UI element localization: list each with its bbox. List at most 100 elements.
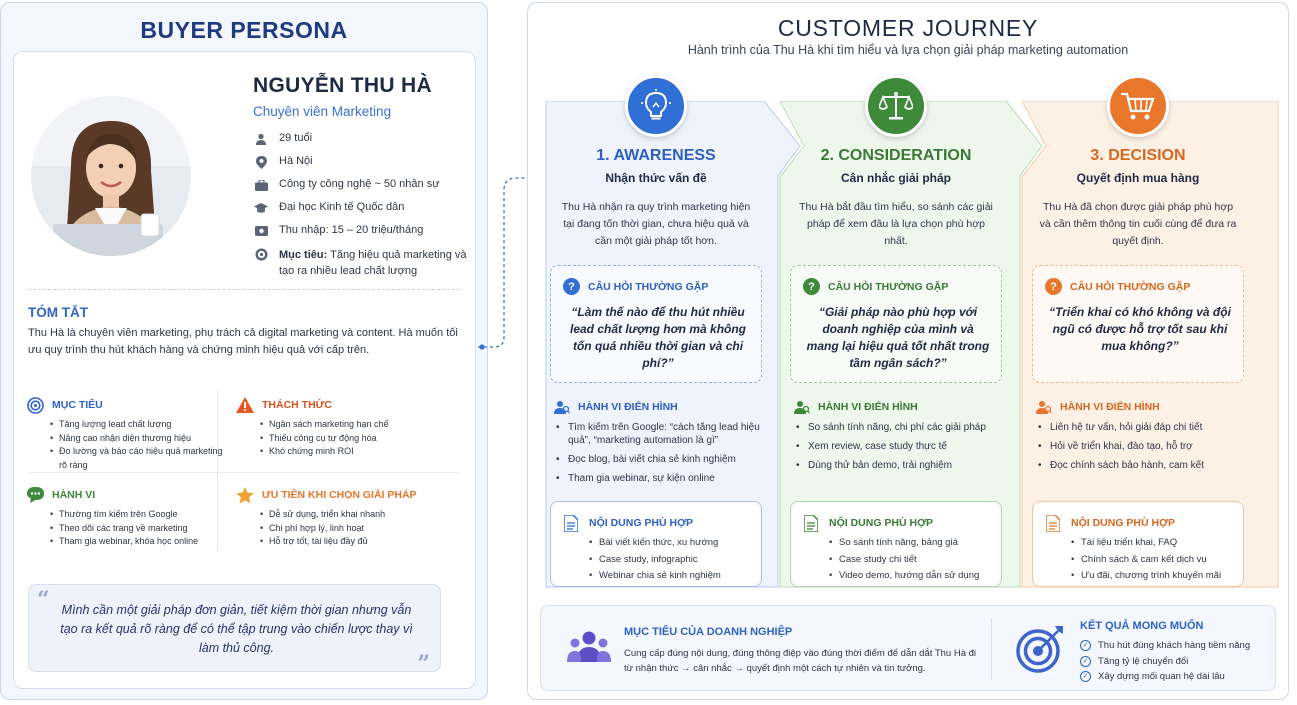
stage-title: 3. DECISION [1090, 147, 1186, 164]
challenges-list: Ngân sách marketing hạn chế Thiếu công c… [260, 418, 436, 459]
check-circle-icon: ✓ [1080, 671, 1091, 683]
expected-results-title: KẾT QUẢ MONG MUỐN [1080, 620, 1204, 632]
list-item: ✓Thu hút đúng khách hàng tiềm năng [1080, 638, 1250, 654]
check-circle-icon: ✓ [1080, 655, 1091, 667]
behavior-list: Tìm kiếm trên Google: “cách tăng lead hi… [556, 421, 761, 491]
faq-header: ? CÂU HỎI THƯỜNG GẶP [563, 278, 708, 295]
content-list: Tài liệu triển khai, FAQ Chính sách & ca… [1071, 535, 1241, 585]
info-location-text: Hà Nội [279, 155, 313, 167]
priorities-list: Dễ sử dụng, triển khai nhanh Chi phí hợp… [260, 508, 466, 549]
content-list: Bài viết kiến thức, xu hướng Case study,… [589, 535, 759, 585]
shopping-cart-icon [1107, 75, 1169, 137]
list-item: So sánh tính năng, bảng giá [829, 535, 999, 552]
faq-question: “Làm thế nào để thu hút nhiều lead chất … [569, 305, 747, 370]
team-icon [567, 631, 611, 662]
result-text: Tăng tỷ lệ chuyển đổi [1098, 655, 1189, 667]
business-goal-text: Cung cấp đúng nội dung, đúng thông điệp … [624, 648, 977, 674]
faq-label: CÂU HỎI THƯỜNG GẶP [828, 280, 949, 293]
info-age-text: 29 tuổi [279, 132, 313, 144]
goals-list: Tăng lượng lead chất lượng Nâng cao nhận… [50, 418, 226, 472]
behavior-label: HÀNH VI ĐIỂN HÌNH [578, 401, 678, 413]
money-icon [253, 224, 269, 238]
result-text: Xây dựng mối quan hệ dài lâu [1098, 671, 1225, 682]
list-item: Tài liệu triển khai, FAQ [1071, 535, 1241, 552]
content-list: So sánh tính năng, bảng giá Case study c… [829, 535, 999, 585]
faq-box: ? CÂU HỎI THƯỜNG GẶP “Giải pháp nào phù … [790, 265, 1002, 383]
goals-header: MỤC TIÊU [26, 396, 226, 414]
stage-subtitle: Quyết định mua hàng [1076, 171, 1200, 185]
list-item: Tham gia webinar, sự kiện online [556, 472, 761, 485]
list-item: Tham gia webinar, khóa học online [50, 535, 226, 549]
content-box: NỘI DUNG PHÙ HỢP Tài liệu triển khai, FA… [1032, 501, 1244, 587]
content-label: NỘI DUNG PHÙ HỢP [589, 517, 694, 529]
document-icon [803, 514, 819, 532]
priorities-title: ƯU TIÊN KHI CHỌN GIẢI PHÁP [262, 489, 417, 501]
info-education-text: Đại học Kinh tế Quốc dân [279, 201, 405, 213]
faq-box: ? CÂU HỎI THƯỜNG GẶP “Làm thế nào để thu… [550, 265, 762, 383]
stage-title: 1. AWARENESS [596, 147, 716, 164]
info-income: Thu nhập: 15 – 20 triệu/tháng [253, 224, 468, 247]
stage-subtitle: Cân nhắc giải pháp [840, 171, 951, 185]
list-item: Liên hệ tư vấn, hỏi giải đáp chi tiết [1038, 421, 1243, 434]
list-item: Hỏi về triển khai, đào tạo, hỗ trợ [1038, 440, 1243, 453]
list-item: Dễ sử dụng, triển khai nhanh [260, 508, 466, 522]
behavior-list: Liên hệ tư vấn, hỏi giải đáp chi tiết Hỏ… [1038, 421, 1243, 478]
persona-quote-box: “ Mình cần một giải pháp đơn giản, tiết … [28, 584, 441, 677]
faq-question: “Triển khai có khó không và đội ngũ có đ… [1049, 305, 1231, 353]
faq-header: ? CÂU HỎI THƯỜNG GẶP [1045, 278, 1190, 295]
behavior-label: HÀNH VI ĐIỂN HÌNH [818, 401, 918, 413]
list-item: Bài viết kiến thức, xu hướng [589, 535, 759, 552]
behaviors-header: HÀNH VI [26, 486, 226, 504]
info-goal-label: Mục tiêu: [279, 249, 328, 261]
star-icon [236, 486, 254, 504]
stage-awareness: 1. AWARENESS Nhận thức vấn đề Thu Hà nhậ… [542, 75, 762, 591]
content-header: NỘI DUNG PHÙ HỢP [803, 514, 933, 532]
faq-label: CÂU HỎI THƯỜNG GẶP [1070, 280, 1191, 293]
content-label: NỘI DUNG PHÙ HỢP [1071, 517, 1176, 529]
behavior-label: HÀNH VI ĐIỂN HÌNH [1060, 401, 1160, 413]
persona-quote-text: Mình cần một giải pháp đơn giản, tiết ki… [60, 603, 413, 655]
info-company: Công ty công nghệ ~ 50 nhân sự [253, 178, 468, 201]
behaviors-section: HÀNH VI Thường tìm kiếm trên Google Theo… [26, 486, 226, 549]
business-goal-title: MỤC TIÊU CỦA DOANH NGHIỆP [624, 626, 793, 638]
info-goal: Mục tiêu: Tăng hiệu quả marketing và tạo… [253, 247, 468, 283]
list-item: Tăng lượng lead chất lượng [50, 418, 226, 432]
list-item: Case study chi tiết [829, 552, 999, 569]
faq-header: ? CÂU HỎI THƯỜNG GẶP [803, 278, 948, 295]
customer-journey-panel: CUSTOMER JOURNEY Hành trình của Thu Hà k… [527, 2, 1289, 700]
users-search-icon [794, 399, 810, 415]
divider [991, 618, 992, 680]
target-arrow-icon [1016, 626, 1063, 673]
list-item: Ưu đãi, chương trình khuyến mãi [1071, 568, 1241, 585]
briefcase-icon [253, 178, 269, 192]
question-icon: ? [803, 278, 820, 295]
list-item: Đo lường và báo cáo hiệu quả marketing r… [50, 445, 226, 472]
list-item: Chi phí hợp lý, linh hoạt [260, 522, 466, 536]
stage-subtitle: Nhận thức vấn đề [605, 171, 707, 185]
buyer-persona-title: BUYER PERSONA [140, 17, 348, 43]
list-item: ✓ Tăng tỷ lệ chuyển đổi [1080, 654, 1250, 670]
challenges-header: THÁCH THỨC [236, 396, 436, 414]
persona-card: NGUYỄN THU HÀ Chuyên viên Marketing 29 t… [13, 51, 476, 689]
question-icon: ? [1045, 278, 1062, 295]
users-search-icon [554, 399, 570, 415]
stage-description: Thu Hà bắt đầu tìm hiểu, so sánh các giả… [799, 201, 993, 247]
list-item: Video demo, hướng dẫn sử dụng [829, 568, 999, 585]
business-goal-box: MỤC TIÊU CỦA DOANH NGHIỆP Cung cấp đúng … [540, 605, 1276, 691]
content-box: NỘI DUNG PHÙ HỢP Bài viết kiến thức, xu … [550, 501, 762, 587]
buyer-persona-panel: BUYER PERSONA NGUYỄN THU HÀ Chuyên viên … [0, 2, 488, 700]
graduation-cap-icon [253, 201, 269, 215]
info-goal-text: Mục tiêu: Tăng hiệu quả marketing và tạo… [279, 247, 468, 279]
divider [28, 472, 460, 473]
open-quote-icon: “ [37, 587, 50, 613]
chat-bubble-icon [26, 486, 44, 504]
summary-title: TÓM TẮT [28, 305, 88, 320]
challenges-section: THÁCH THỨC Ngân sách marketing hạn chế T… [236, 396, 436, 459]
behaviors-title: HÀNH VI [52, 489, 96, 501]
list-item: So sánh tính năng, chi phí các giải pháp [796, 421, 1001, 434]
behaviors-list: Thường tìm kiếm trên Google Theo dõi các… [50, 508, 226, 549]
behavior-header: HÀNH VI ĐIỂN HÌNH [794, 399, 918, 415]
info-income-text: Thu nhập: 15 – 20 triệu/tháng [279, 224, 424, 236]
persona-info-list: 29 tuổi Hà Nội Công ty công nghệ ~ 50 nh… [253, 132, 468, 283]
info-location: Hà Nội [253, 155, 468, 178]
